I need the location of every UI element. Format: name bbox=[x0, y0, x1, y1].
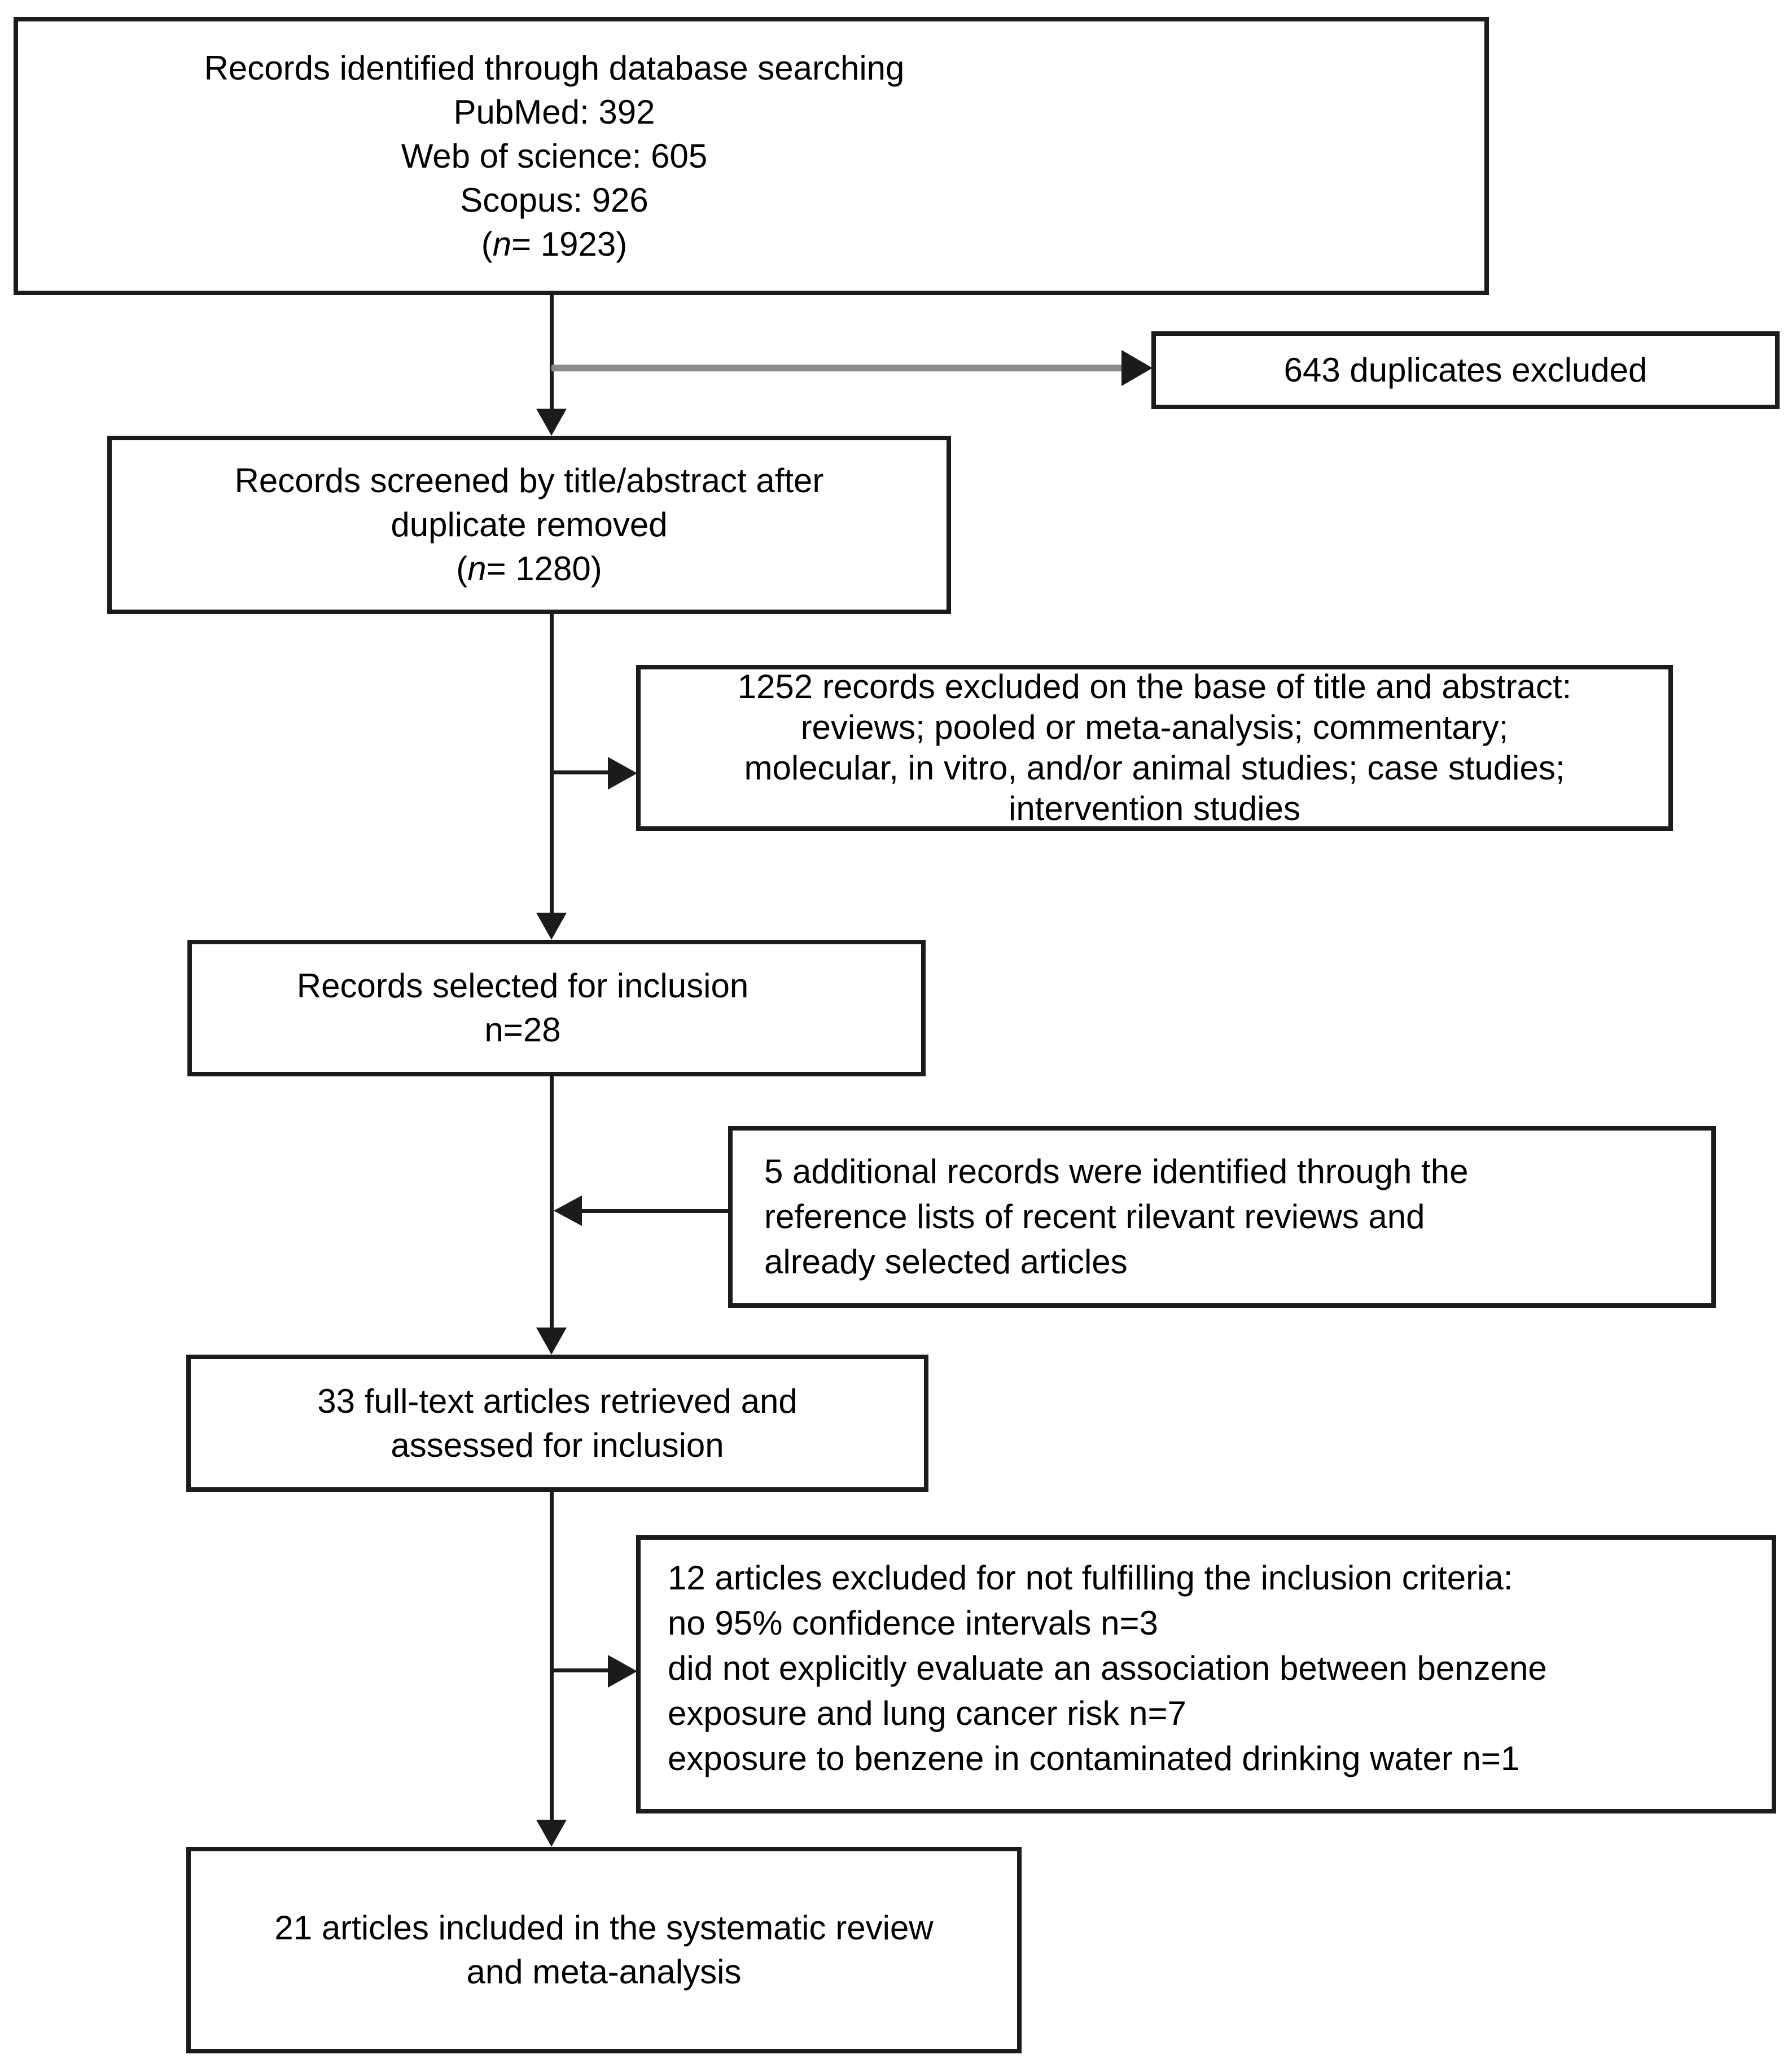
box-line: and meta-analysis bbox=[466, 1953, 742, 1991]
box-line: did not explicitly evaluate an associati… bbox=[668, 1649, 1547, 1687]
n-var: n bbox=[467, 550, 487, 588]
box-line: already selected articles bbox=[764, 1243, 1128, 1281]
flow-line-fulltext-to-included bbox=[550, 1492, 554, 1820]
box-line: Scopus: 926 bbox=[460, 181, 649, 219]
box-articles-included: 21 articles included in the systematic r… bbox=[186, 1847, 1022, 2053]
arrowhead-right-into-duplicates-excluded bbox=[1121, 350, 1153, 386]
box-line: no 95% confidence intervals n=3 bbox=[668, 1604, 1158, 1642]
box-line: 21 articles included in the systematic r… bbox=[274, 1909, 934, 1947]
arrowhead-down-into-selected bbox=[536, 913, 567, 940]
arrowhead-down-into-screened bbox=[536, 409, 567, 436]
arrowhead-down-into-included bbox=[536, 1820, 567, 1847]
box-line: duplicate removed bbox=[391, 506, 668, 544]
box-text: Records identified through database sear… bbox=[18, 46, 1090, 266]
arrowhead-right-into-excluded-title-abstract bbox=[608, 757, 637, 790]
n-var: n bbox=[492, 225, 512, 263]
box-records-excluded-title-abstract: 1252 records excluded on the base of tit… bbox=[636, 665, 1673, 831]
box-line-n-total: (n= 1280) bbox=[456, 547, 602, 591]
flow-line-excluded-title-abstract-branch bbox=[551, 770, 609, 774]
n-rest: = 1280) bbox=[486, 550, 602, 588]
n-rest: = 1923) bbox=[511, 225, 628, 263]
box-line: PubMed: 392 bbox=[453, 93, 655, 131]
box-records-selected: Records selected for inclusion n=28 bbox=[187, 940, 926, 1076]
box-line: intervention studies bbox=[1009, 790, 1300, 827]
flow-line-duplicates-branch bbox=[551, 365, 1121, 371]
flow-line-screened-to-selected bbox=[550, 614, 554, 913]
box-line: Records screened by title/abstract after bbox=[234, 462, 824, 500]
box-line: Records selected for inclusion bbox=[296, 967, 749, 1005]
box-line: 643 duplicates excluded bbox=[1283, 351, 1648, 389]
box-line: molecular, in vitro, and/or animal studi… bbox=[744, 749, 1565, 787]
arrowhead-down-into-fulltext bbox=[536, 1328, 567, 1355]
box-line: 5 additional records were identified thr… bbox=[764, 1153, 1469, 1190]
box-records-identified: Records identified through database sear… bbox=[14, 17, 1489, 295]
box-line: exposure and lung cancer risk n=7 bbox=[668, 1694, 1186, 1732]
box-line: 1252 records excluded on the base of tit… bbox=[737, 668, 1572, 706]
n-open: ( bbox=[456, 550, 468, 588]
n-open: ( bbox=[481, 225, 493, 263]
arrowhead-left-from-additional-records bbox=[554, 1195, 582, 1226]
box-articles-excluded-criteria: 12 articles excluded for not fulfilling … bbox=[636, 1535, 1776, 1813]
box-line: Web of science: 605 bbox=[401, 137, 708, 175]
box-line: assessed for inclusion bbox=[391, 1426, 724, 1464]
box-fulltext-assessed: 33 full-text articles retrieved and asse… bbox=[186, 1355, 928, 1492]
box-duplicates-excluded: 643 duplicates excluded bbox=[1151, 331, 1780, 409]
box-line: reviews; pooled or meta-analysis; commen… bbox=[800, 708, 1509, 746]
flow-line-additional-records-branch bbox=[582, 1209, 728, 1213]
box-line: 12 articles excluded for not fulfilling … bbox=[668, 1559, 1513, 1597]
box-records-screened: Records screened by title/abstract after… bbox=[107, 436, 951, 614]
box-line-n-total: (n= 1923) bbox=[18, 222, 1090, 266]
box-line: Records identified through database sear… bbox=[204, 49, 905, 87]
box-line: n=28 bbox=[484, 1011, 561, 1049]
box-line: reference lists of recent rilevant revie… bbox=[764, 1198, 1425, 1236]
flow-line-excluded-criteria-branch bbox=[551, 1668, 609, 1672]
arrowhead-right-into-excluded-criteria bbox=[608, 1655, 637, 1688]
flow-line-selected-to-fulltext bbox=[550, 1076, 554, 1328]
box-additional-records: 5 additional records were identified thr… bbox=[728, 1126, 1716, 1308]
box-line: 33 full-text articles retrieved and bbox=[317, 1382, 798, 1420]
flow-line-identified-to-screened bbox=[550, 295, 554, 409]
box-line: exposure to benzene in contaminated drin… bbox=[668, 1740, 1520, 1777]
